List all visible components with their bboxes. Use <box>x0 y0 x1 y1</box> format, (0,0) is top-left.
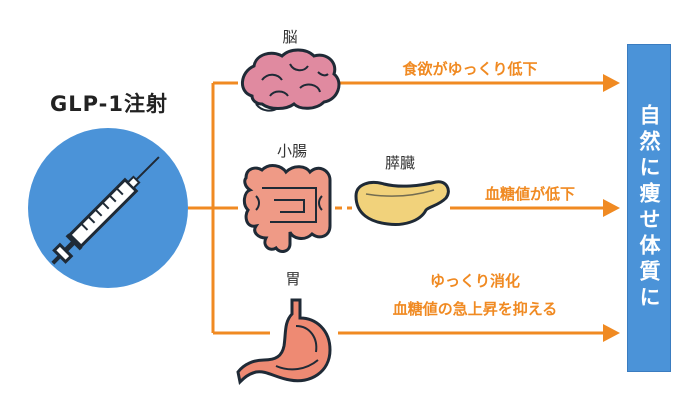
organ-label-pancreas: 膵臓 <box>384 154 415 172</box>
pancreas-icon <box>354 180 450 226</box>
brain-icon <box>241 48 341 112</box>
arrow-head-pancreas <box>603 199 620 217</box>
result-box: 自然に痩せ体質に <box>627 44 671 372</box>
result-text: 自然に痩せ体質に <box>637 104 661 312</box>
organ-label-intestine: 小腸 <box>276 142 307 160</box>
organ-label-stomach: 胃 <box>285 270 301 288</box>
syringe-icon <box>51 156 160 265</box>
arrow-head-stomach <box>603 324 620 342</box>
drug-title: GLP-1注射 <box>50 92 168 116</box>
effect-pancreas: 血糖値が低下 <box>484 185 575 203</box>
effect-stomach-line1: ゆっくり消化 <box>429 272 520 290</box>
organ-label-brain: 脳 <box>282 28 298 46</box>
arrow-head-brain <box>603 74 620 92</box>
stomach-icon <box>236 298 332 386</box>
effect-brain: 食欲がゆっくり低下 <box>402 60 538 78</box>
effect-stomach-line2: 血糖値の急上昇を抑える <box>392 300 558 318</box>
intestine-icon <box>242 164 332 253</box>
